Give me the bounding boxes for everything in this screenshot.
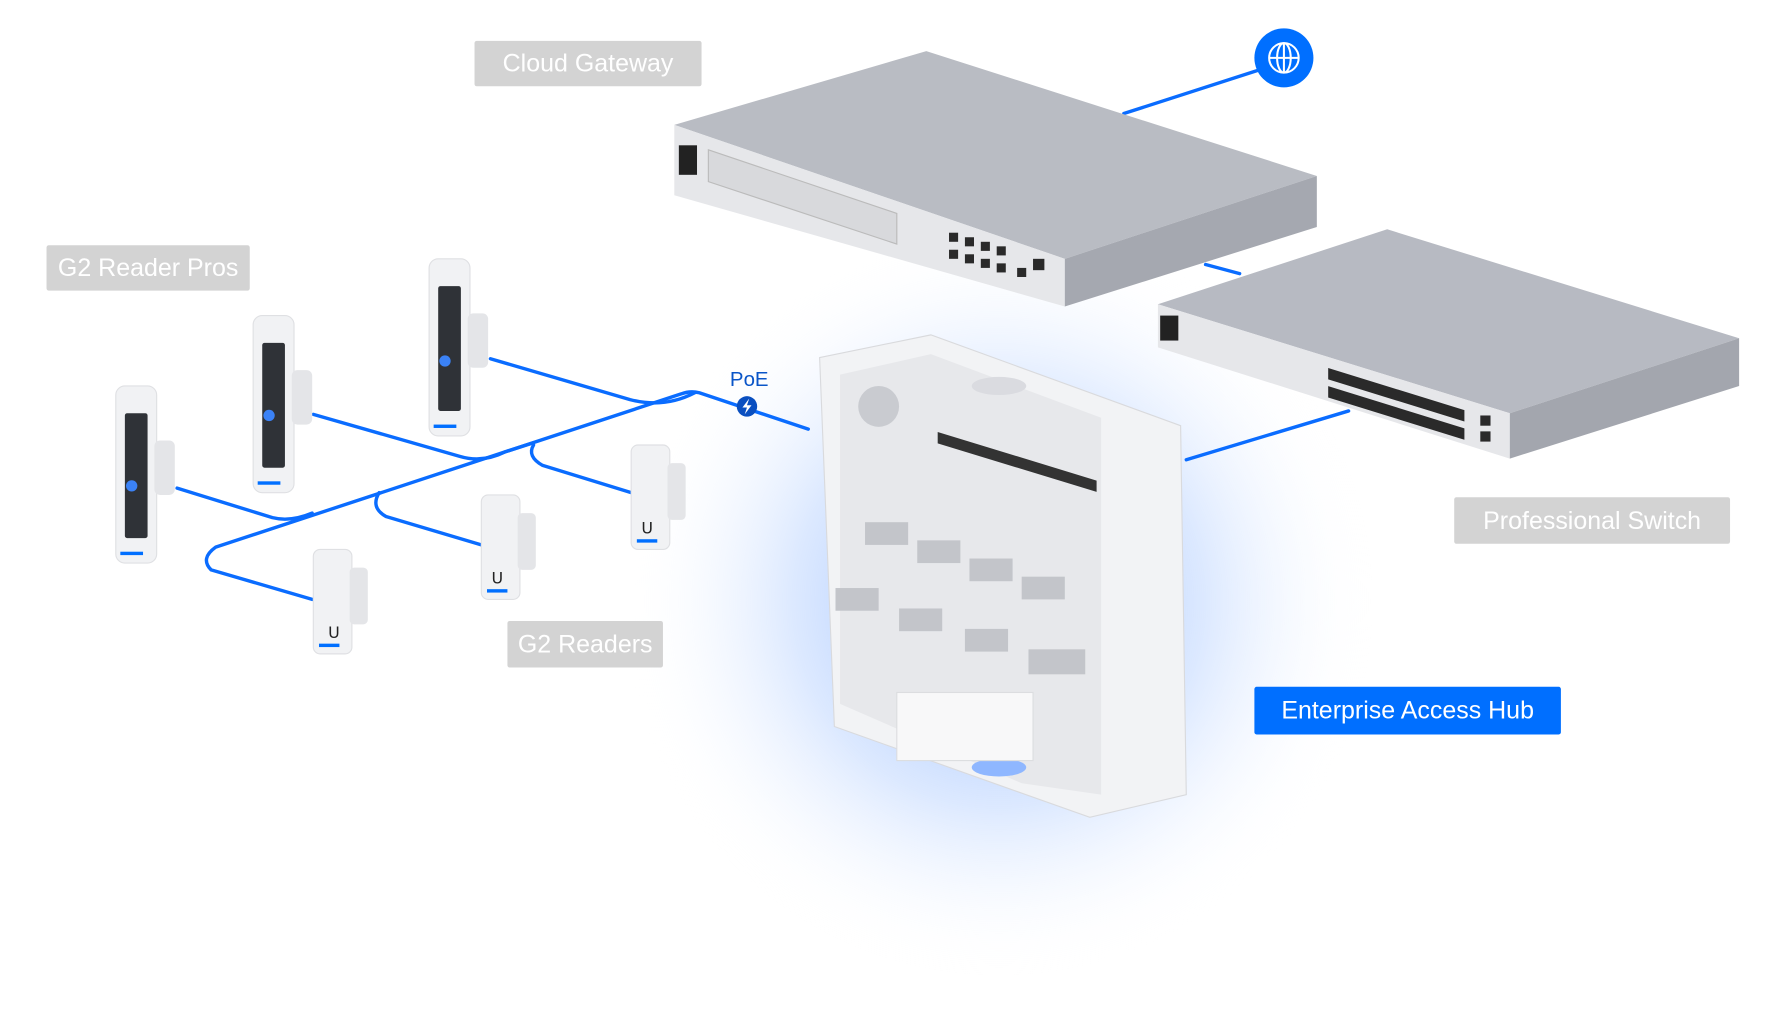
cloud-gateway-device[interactable] <box>674 51 1317 307</box>
g2-reader-pro-3[interactable] <box>428 258 489 437</box>
enterprise-access-hub-label: Enterprise Access Hub <box>1254 686 1561 735</box>
g2-reader-pros-label: G2 Reader Pros <box>46 245 250 291</box>
professional-switch-label: Professional Switch <box>1454 497 1731 544</box>
professional-switch-device[interactable] <box>1157 229 1740 459</box>
cable-gateway-switch <box>1203 262 1242 276</box>
g2-reader-2[interactable]: U <box>480 494 536 600</box>
svg-text:U: U <box>641 519 653 538</box>
cable-switch-hub <box>1184 409 1351 462</box>
enterprise-access-hub-device[interactable] <box>819 334 1187 818</box>
cable-reader-pro-1 <box>175 486 314 521</box>
cable-g2-reader-mid <box>374 490 484 547</box>
svg-text:U: U <box>328 623 340 642</box>
g2-reader-3[interactable]: U <box>630 444 686 551</box>
g2-reader-pro-2[interactable] <box>252 315 313 494</box>
cloud-gateway-label: Cloud Gateway <box>474 40 702 87</box>
cable-g2-reader-right <box>529 443 633 495</box>
g2-reader-1[interactable]: U <box>312 548 368 655</box>
lightning-bolt-icon <box>736 396 758 417</box>
cable-reader-pro-3 <box>488 357 697 405</box>
g2-readers-label: G2 Readers <box>507 620 663 668</box>
cable-globe-gateway <box>1122 68 1260 116</box>
globe-icon[interactable] <box>1254 28 1314 88</box>
svg-text:U: U <box>492 568 504 587</box>
cable-reader-pro-2 <box>311 412 536 461</box>
poe-label: PoE <box>729 367 769 391</box>
g2-reader-pro-1[interactable] <box>115 385 175 564</box>
